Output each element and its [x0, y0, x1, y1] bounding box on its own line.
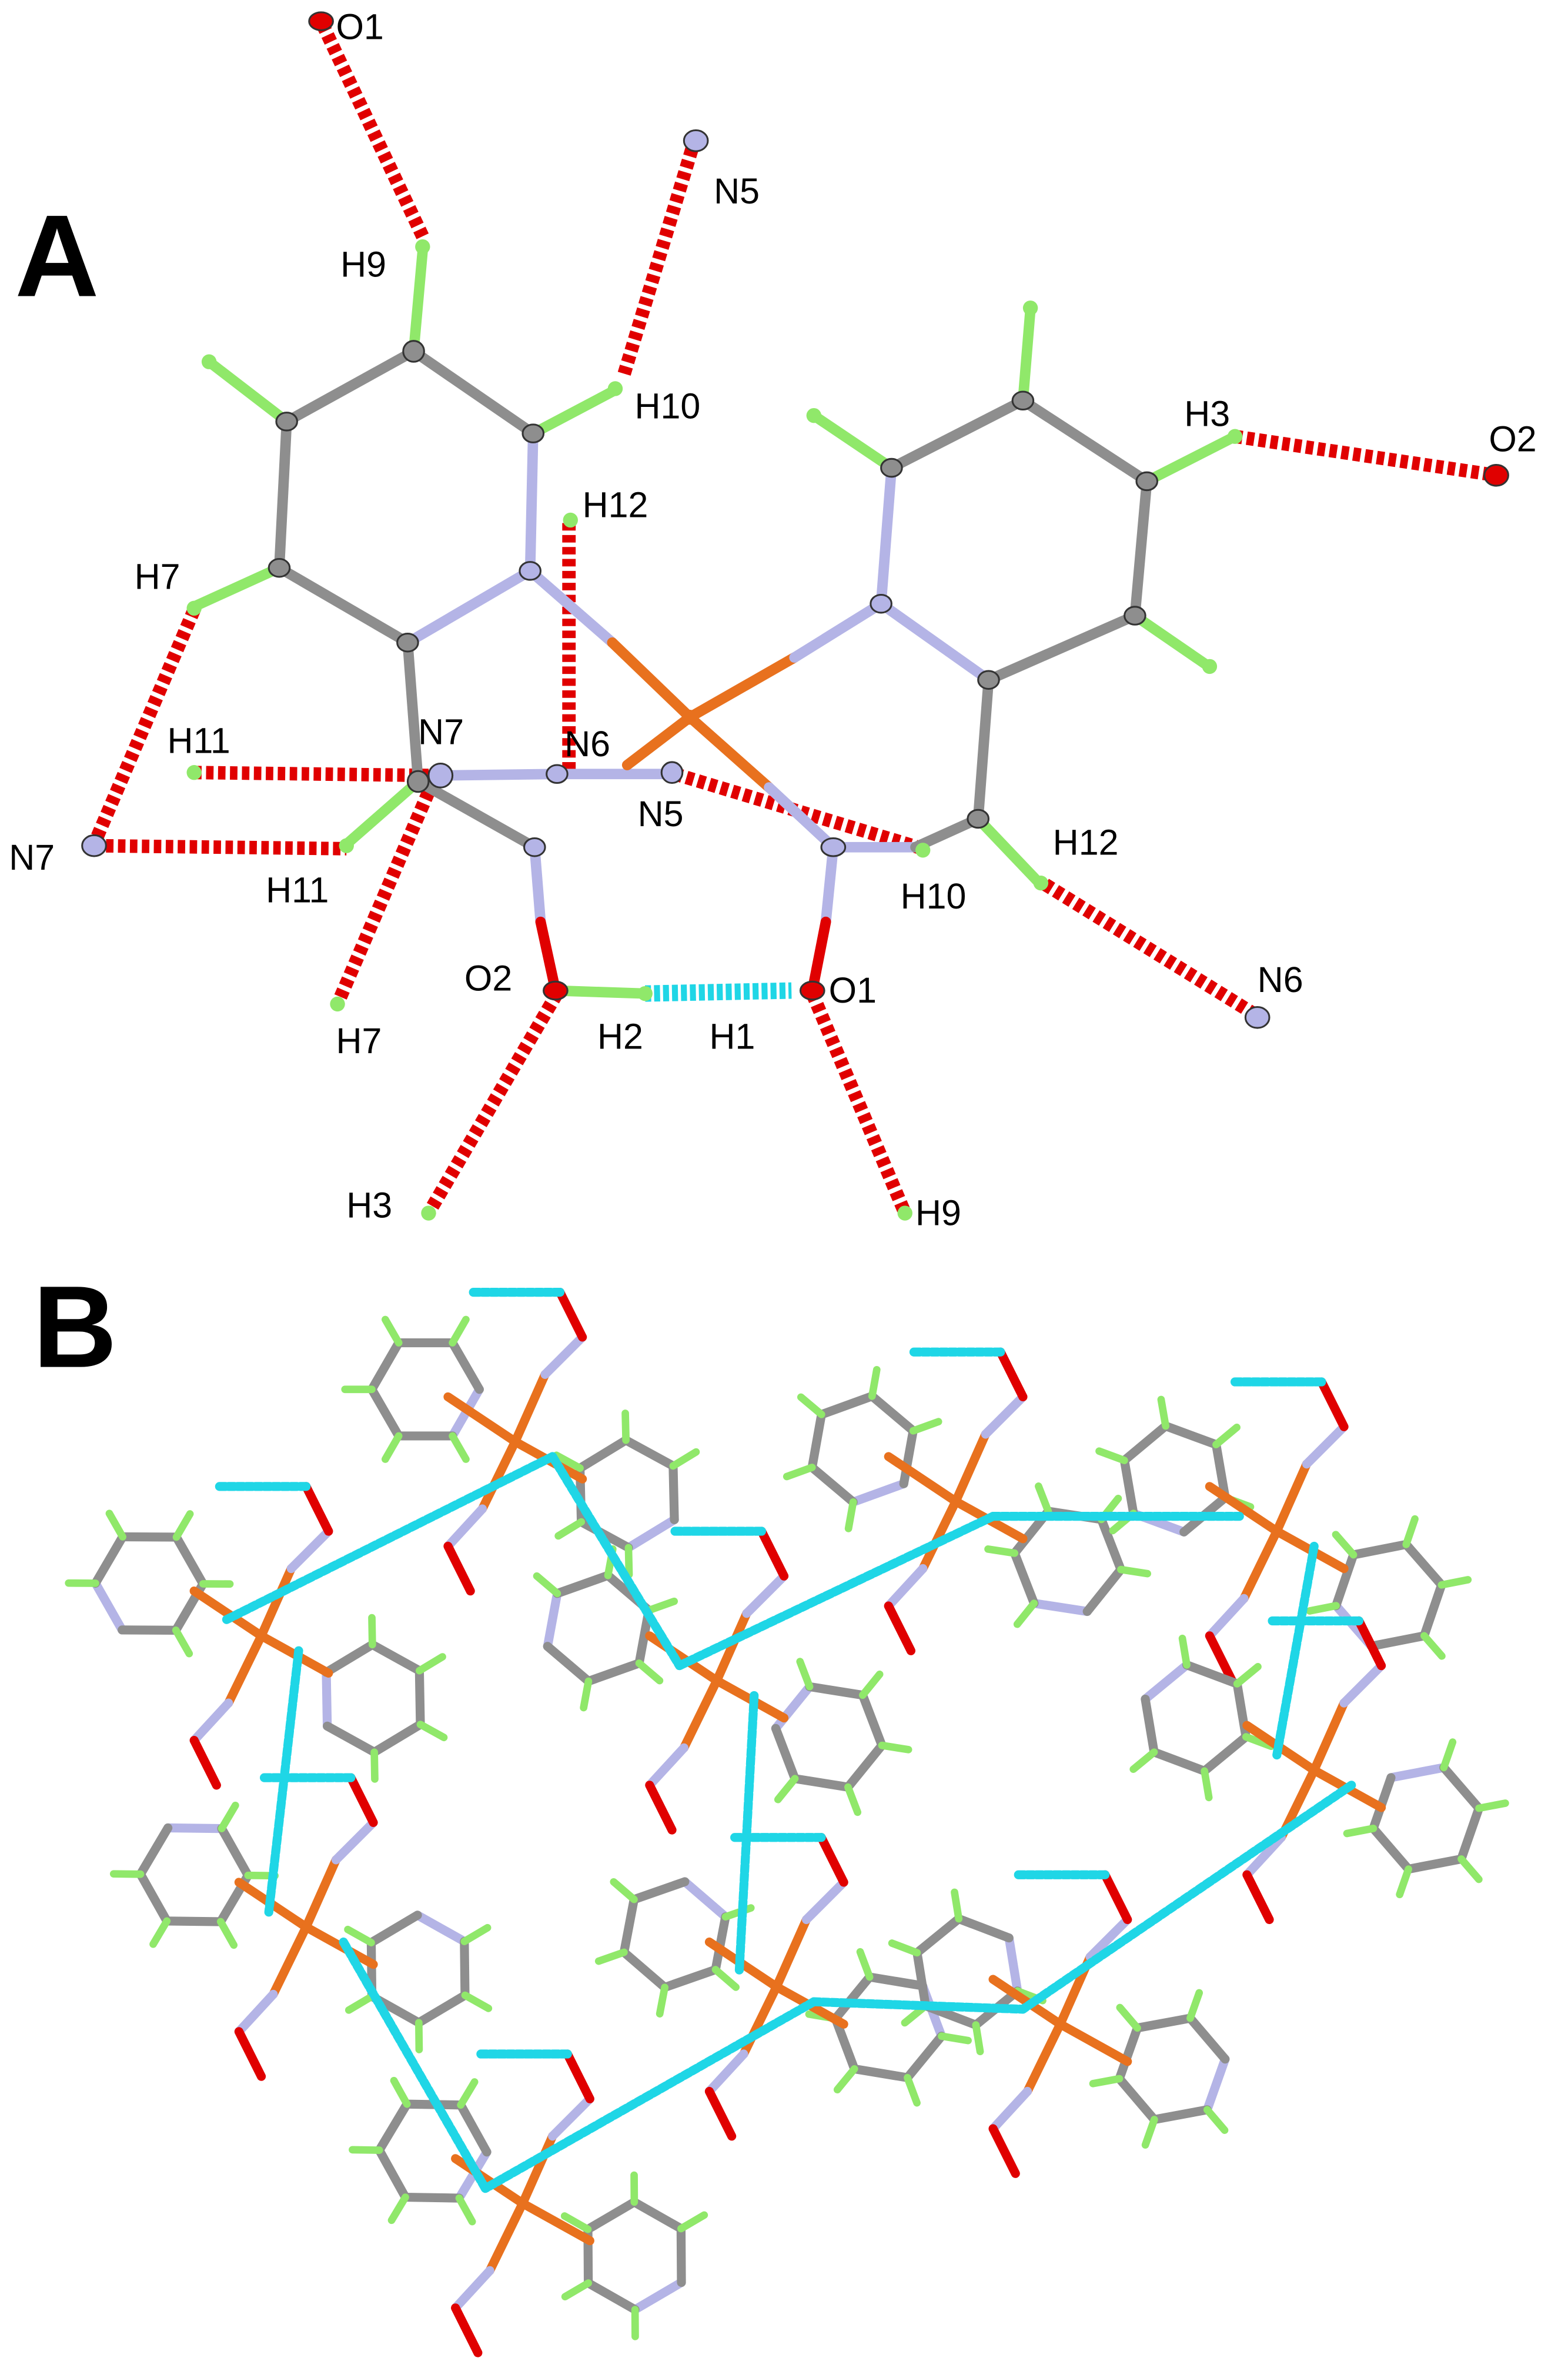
atom-c: [880, 457, 903, 478]
label-n6-right: N6: [1258, 960, 1303, 1000]
panel-b: B: [33, 1262, 1509, 2357]
panel-a-letter: A: [15, 191, 99, 320]
covalent-bonds: [192, 246, 1241, 999]
atom-n7-left: [81, 834, 107, 857]
atom-fe: [682, 710, 698, 725]
atom-c: [406, 770, 430, 793]
label-n7-left: N7: [9, 837, 55, 877]
hbond-n7-h11: [93, 839, 347, 856]
atom-c: [402, 340, 425, 363]
label-h12-top: H12: [583, 485, 648, 525]
hbond-h10-n5: [617, 139, 701, 376]
atom-c: [268, 557, 291, 578]
hbond-h12-n6: [1041, 879, 1261, 1022]
atom-c: [521, 423, 545, 443]
hbond-h7-n7-lower: [331, 779, 440, 1007]
label-h3-bottom: H3: [346, 1185, 392, 1225]
hbond-o2-h3: [423, 990, 563, 1217]
atom-c: [977, 670, 1000, 690]
atom-n6: [546, 764, 569, 784]
label-h1: H1: [710, 1017, 755, 1057]
crystal-packing: [65, 1288, 1509, 2357]
label-o1-top: O1: [336, 7, 384, 47]
atom-c: [1011, 390, 1035, 411]
atom-n5-top: [683, 129, 709, 152]
label-h10: H10: [635, 386, 701, 426]
atom-n6-right: [1244, 1006, 1271, 1029]
label-o2-center: O2: [464, 958, 512, 998]
label-n5-top: N5: [714, 171, 760, 211]
hbond-h11-n7: [194, 766, 436, 783]
label-h7-left: H7: [135, 556, 180, 596]
panel-a: A: [9, 7, 1536, 1233]
label-n5-center: N5: [638, 794, 684, 834]
atom-c: [1124, 606, 1146, 626]
hbond-h9-o1: [315, 18, 429, 239]
label-h12-right: H12: [1053, 822, 1119, 862]
panel-a-labels: O1 N5 H9 H10 H3 O2 H12 H7 H11 N7 N6 N5 N…: [9, 7, 1536, 1233]
atom-c: [396, 632, 419, 653]
label-o2-right: O2: [1489, 419, 1536, 459]
label-o1-center: O1: [829, 970, 877, 1010]
label-n7-center: N7: [418, 712, 464, 752]
label-h11-top: H11: [167, 721, 230, 761]
label-h7-bottom: H7: [336, 1021, 382, 1061]
label-h10-center: H10: [901, 876, 967, 916]
hydrogen-atoms: [186, 239, 1243, 1221]
label-h9: H9: [340, 244, 386, 284]
atom-n7: [427, 762, 454, 789]
atom-o1-top: [308, 11, 334, 31]
label-h3: H3: [1184, 393, 1230, 433]
atom-c: [967, 809, 990, 829]
label-h9-bottom: H9: [915, 1193, 961, 1233]
panel-b-letter: B: [33, 1262, 117, 1392]
atom-n: [820, 837, 847, 857]
atom-n: [519, 561, 542, 581]
hbond-h2-h1: [644, 982, 792, 1002]
hbond-n5-h10: [673, 767, 925, 856]
atom-o1: [799, 980, 825, 1001]
atom-n: [870, 593, 892, 614]
atoms: [81, 11, 1509, 1029]
atom-c: [275, 412, 298, 432]
atom-o2-right: [1483, 463, 1509, 487]
hbond-h3-o2: [1233, 429, 1497, 482]
atom-n5: [660, 761, 684, 784]
atom-c: [1135, 471, 1159, 492]
label-h11-bottom: H11: [266, 870, 329, 910]
intermolecular-hbonds: [88, 18, 1497, 1217]
label-h2: H2: [597, 1017, 643, 1057]
atom-o2: [543, 980, 569, 1001]
hbond-h7-n7: [88, 607, 200, 847]
atom-c: [523, 837, 546, 857]
hbond-o1-h9: [806, 991, 911, 1216]
label-n6-center: N6: [564, 724, 610, 764]
